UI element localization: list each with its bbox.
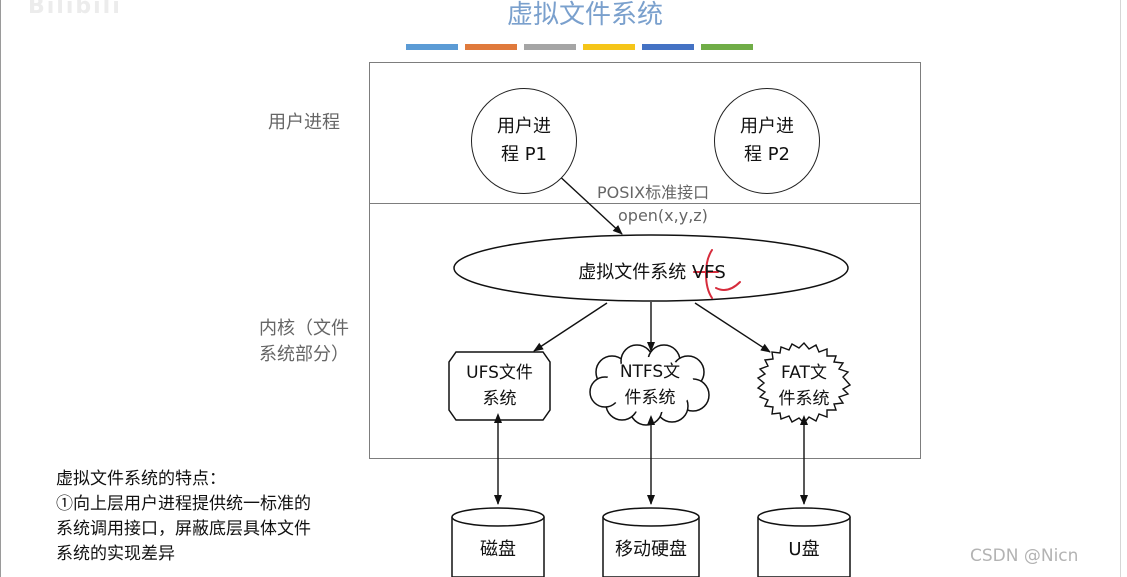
kernel-region-label: 内核（文件 系统部分） <box>259 316 349 368</box>
device-usb-label: U盘 <box>788 539 820 560</box>
arrow-vfs-to-fat <box>694 302 771 353</box>
kernel-label-line1: 内核（文件 <box>259 318 349 339</box>
ufs-label: UFS文件 系统 <box>449 360 550 412</box>
posix-interface-label: POSIX标准接口 <box>597 183 710 202</box>
vfs-ellipse <box>453 234 849 302</box>
fat-label-line2: 件系统 <box>778 389 830 409</box>
ntfs-label: NTFS文 件系统 <box>600 359 700 411</box>
ntfs-label-line2: 件系统 <box>624 388 676 408</box>
color-bar-4 <box>583 44 635 50</box>
user-kernel-divider <box>369 203 921 204</box>
vfs-label: 虚拟文件系统 VFS <box>578 262 726 283</box>
color-bar-2 <box>465 44 517 50</box>
fat-label: FAT文 件系统 <box>758 360 850 412</box>
notes-heading: 虚拟文件系统的特点： <box>56 469 226 489</box>
process-p1-line1: 用户进 <box>497 116 551 137</box>
arrow-p1-to-vfs <box>554 171 623 235</box>
ntfs-label-line1: NTFS文 <box>619 362 681 382</box>
kernel-label-line2: 系统部分） <box>259 344 349 365</box>
fat-burst-shape <box>756 341 852 425</box>
process-p2-circle: 用户进 程 P2 <box>714 88 820 194</box>
process-p1-line2: 程 P1 <box>500 144 548 165</box>
watermark-logo: Bilibili <box>28 0 122 19</box>
color-bar-3 <box>524 44 576 50</box>
slide-title: 虚拟文件系统 <box>506 0 663 30</box>
ufs-shape <box>448 351 551 421</box>
notes-line-2: 系统调用接口，屏蔽底层具体文件 <box>56 519 311 539</box>
notes-line-1: ①向上层用户进程提供统一标准的 <box>56 494 311 514</box>
notes-line-3: 系统的实现差异 <box>56 544 175 564</box>
open-call-label: open(x,y,z) <box>618 206 708 225</box>
fat-label-line1: FAT文 <box>781 363 827 383</box>
disk-cylinder-3 <box>757 507 851 577</box>
handwritten-annotation <box>693 249 741 299</box>
disk-cylinder-1 <box>451 507 545 577</box>
right-edge-line <box>1120 0 1121 577</box>
left-edge-line <box>0 0 1 577</box>
process-p2-line1: 用户进 <box>740 116 794 137</box>
device-removable-drive-label: 移动硬盘 <box>615 539 687 560</box>
device-disk-label: 磁盘 <box>480 539 516 560</box>
ufs-label-line2: 系统 <box>482 389 517 409</box>
color-bar-5 <box>642 44 694 50</box>
diagram-frame <box>369 62 921 459</box>
features-notes: 虚拟文件系统的特点： ①向上层用户进程提供统一标准的 系统调用接口，屏蔽底层具体… <box>56 467 311 567</box>
disk-cylinder-2 <box>602 507 700 577</box>
arrow-vfs-to-ufs <box>533 302 608 352</box>
ufs-label-line1: UFS文件 <box>466 363 533 383</box>
color-bar-6 <box>701 44 753 50</box>
process-p2-line2: 程 P2 <box>743 144 791 165</box>
process-p1-circle: 用户进 程 P1 <box>471 88 577 194</box>
csdn-credit: CSDN @Nicn <box>970 546 1079 566</box>
user-process-region-label: 用户进程 <box>268 112 340 133</box>
color-bar-1 <box>406 44 458 50</box>
